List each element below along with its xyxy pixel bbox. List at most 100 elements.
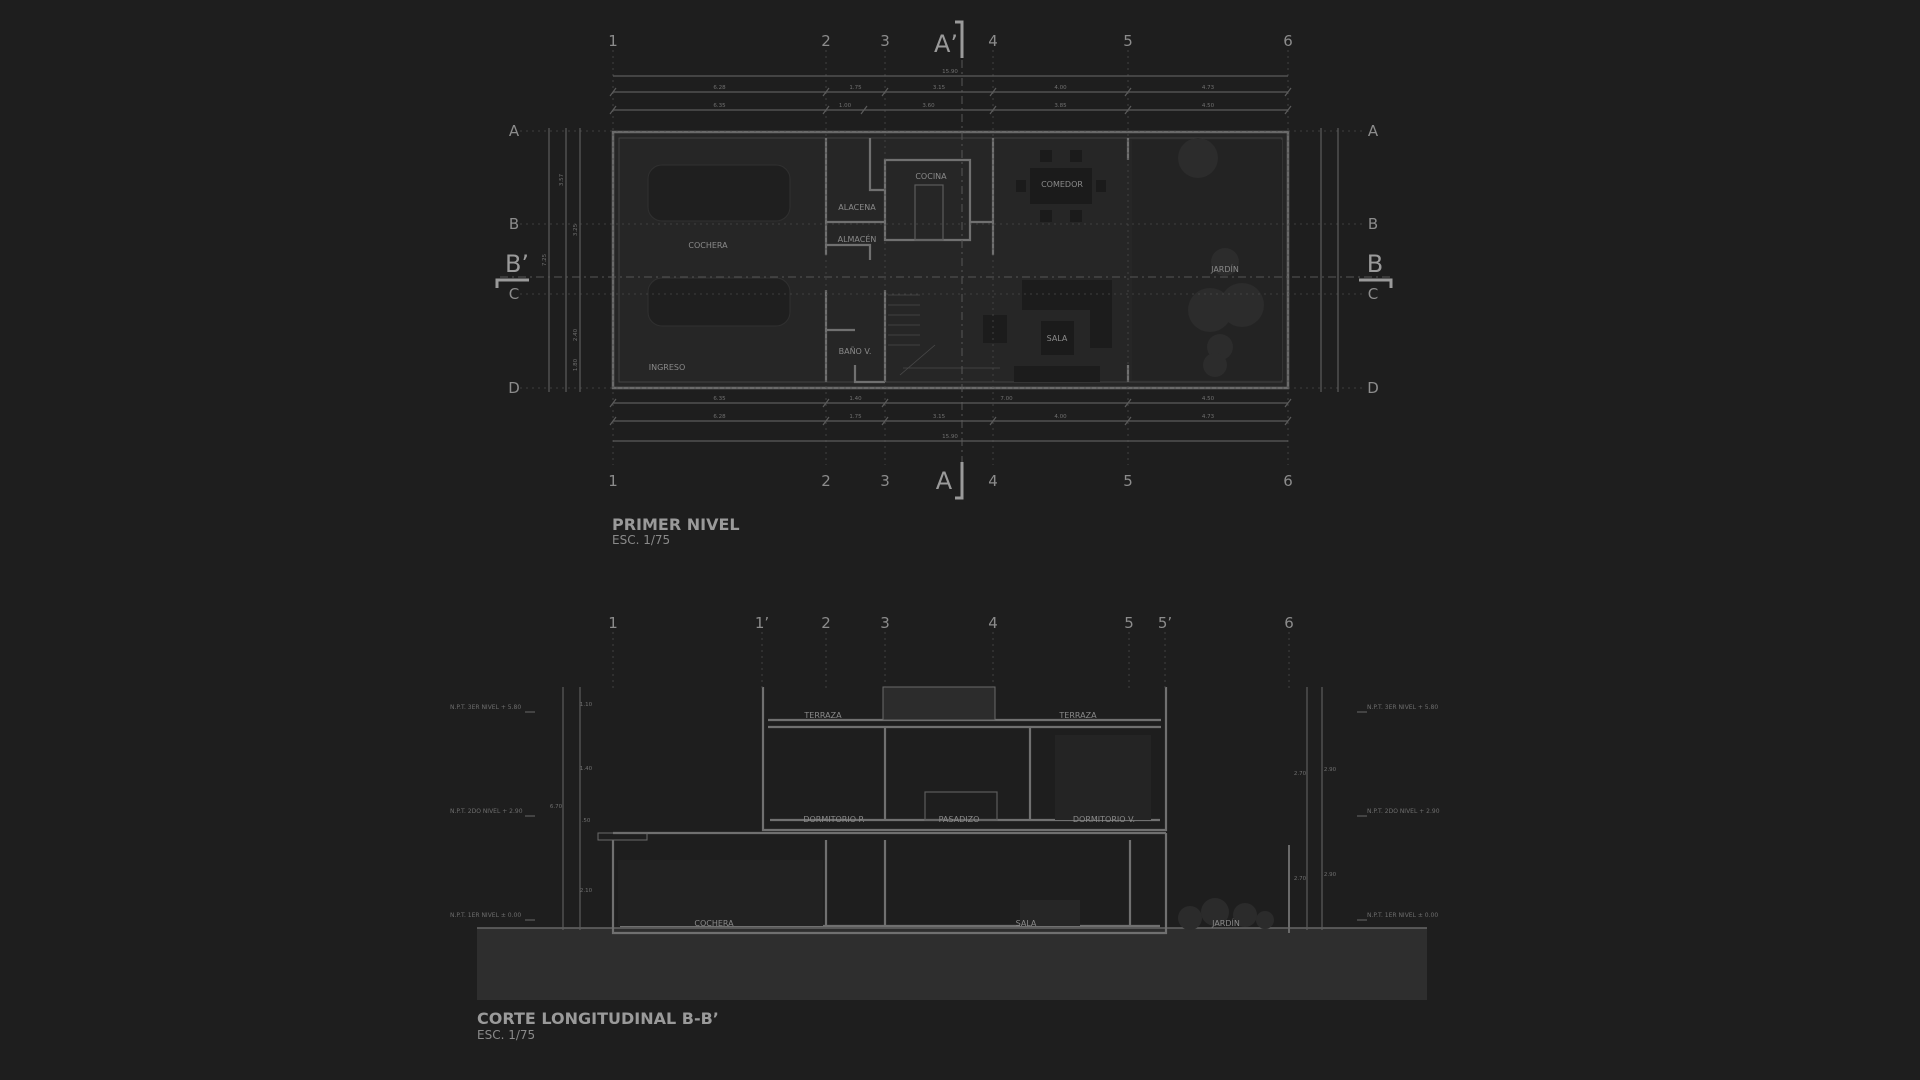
- grid-row-label-right: A: [1368, 122, 1379, 140]
- level-label-right: N.P.T. 2DO NIVEL + 2.90: [1367, 808, 1440, 815]
- car-2: [647, 277, 791, 327]
- room-label-sala: SALA: [1047, 334, 1068, 343]
- dim-bottom-row1-value: 1.40: [849, 396, 862, 402]
- section-grid-label: 1’: [755, 614, 769, 632]
- dim-tick: [1284, 416, 1292, 426]
- dim-bottom-row2-value: 1.75: [849, 414, 862, 420]
- dim-tick: [881, 416, 889, 426]
- section-dim-right-value: 2.90: [1324, 767, 1337, 773]
- grid-label-bottom: 2: [821, 472, 831, 490]
- grid-label-top: 5: [1123, 32, 1133, 50]
- dim-tick: [609, 398, 617, 408]
- dim-top-row2-value: 3.60: [922, 103, 935, 109]
- grid-label-bottom: 6: [1283, 472, 1293, 490]
- section-grid-label: 5: [1124, 614, 1134, 632]
- grid-label-bottom: 5: [1123, 472, 1133, 490]
- plan-walls: [824, 138, 1130, 384]
- dim-top-row1-value: 6.28: [713, 85, 726, 91]
- room-label-dormitorio-v: DORMITORIO V.: [1073, 815, 1135, 824]
- dim-tick: [881, 87, 889, 97]
- room-label-sala-section: SALA: [1016, 919, 1037, 928]
- grid-label-top: 6: [1283, 32, 1293, 50]
- section-dim-left-value: 1.40: [580, 766, 593, 772]
- section-dim-left-value: 2.10: [580, 888, 593, 894]
- dim-tick: [1284, 87, 1292, 97]
- jardin-plants: [1178, 898, 1274, 930]
- dim-total-bottom: 15.90: [942, 434, 958, 440]
- stairs: [888, 294, 1000, 376]
- room-label-pasadizo: PASADIZO: [939, 815, 980, 824]
- room-label-cochera: COCHERA: [688, 241, 728, 250]
- dim-top-row1-value: 4.73: [1202, 85, 1215, 91]
- dim-tick: [1284, 105, 1292, 115]
- dim-tick: [822, 416, 830, 426]
- stair-block-roof: [882, 686, 996, 721]
- dim-bottom-row1-value: 7.00: [1000, 396, 1013, 402]
- grid-label-top: 1: [608, 32, 618, 50]
- dim-top-row2-value: 1.00: [839, 103, 852, 109]
- dim-tick: [822, 87, 830, 97]
- cut-label-b-left: B’: [505, 250, 529, 278]
- section-dim-left-value: 6.70: [550, 804, 563, 810]
- level-label-right: N.P.T. 3ER NIVEL + 5.80: [1367, 704, 1438, 711]
- room-label-jardin-section: JARDÍN: [1211, 917, 1240, 928]
- coffee-table: [1041, 321, 1074, 355]
- dim-side-value: 2.40: [573, 328, 579, 341]
- kitchen-island: [914, 184, 944, 241]
- garage-interior: [618, 860, 823, 926]
- cut-bracket-a-top: [955, 20, 964, 58]
- armchair: [983, 315, 1007, 343]
- dim-tick: [822, 398, 830, 408]
- cut-label-b-right: B: [1367, 250, 1383, 278]
- grid-label-bottom: 1: [608, 472, 618, 490]
- cut-label-a-bottom: A: [936, 467, 953, 495]
- dim-side-value: 3.57: [559, 173, 565, 186]
- grid-row-label-left: D: [508, 379, 520, 397]
- garden-trees: [1178, 138, 1264, 377]
- grid-row-label-left: A: [509, 122, 520, 140]
- plan-title: PRIMER NIVEL: [612, 515, 740, 534]
- room-label-comedor: COMEDOR: [1041, 180, 1083, 189]
- dim-bottom-row2-value: 4.00: [1054, 414, 1067, 420]
- section-grid-label: 3: [880, 614, 890, 632]
- dim-tick: [1124, 87, 1132, 97]
- room-label-dormitorio-p: DORMITORIO P.: [803, 815, 864, 824]
- grid-label-top: 4: [988, 32, 998, 50]
- dim-top-row1-value: 3.15: [933, 85, 946, 91]
- section-dim-right-value: 2.90: [1324, 872, 1337, 878]
- section-dim-left-value: .50: [582, 818, 591, 824]
- dim-top-row2-value: 6.35: [713, 103, 726, 109]
- dim-bottom-row2-value: 6.28: [713, 414, 726, 420]
- grid-row-label-right: B: [1368, 215, 1378, 233]
- grid-label-bottom: 3: [880, 472, 890, 490]
- dim-tick: [609, 105, 617, 115]
- grid-row-label-left: C: [509, 285, 519, 303]
- grid-row-label-right: C: [1368, 285, 1378, 303]
- tv-unit: [1014, 366, 1100, 382]
- cut-bracket-b-right: [1359, 278, 1393, 288]
- dim-tick: [609, 416, 617, 426]
- level-label-left: N.P.T. 2DO NIVEL + 2.90: [450, 808, 523, 815]
- section-dim-left-value: 1.10: [580, 702, 593, 708]
- cut-bracket-a-bottom: [955, 462, 964, 500]
- living-furniture: [1020, 900, 1080, 926]
- dim-tick: [1124, 105, 1132, 115]
- cut-label-a-top: A’: [934, 30, 958, 58]
- section-scale: ESC. 1/75: [477, 1028, 535, 1042]
- grid-label-bottom: 4: [988, 472, 998, 490]
- room-label-cochera-section: COCHERA: [694, 919, 734, 928]
- dim-side-value: 7.25: [542, 253, 548, 266]
- room-label-jardin: JARDÍN: [1210, 263, 1239, 274]
- room-label-terraza-2: TERRAZA: [1058, 711, 1097, 720]
- dim-tick: [1124, 398, 1132, 408]
- room-label-alacena: ALACENA: [838, 203, 876, 212]
- dim-bottom-row2-value: 3.15: [933, 414, 946, 420]
- dim-top-row2-value: 4.50: [1202, 103, 1215, 109]
- room-label-terraza-1: TERRAZA: [803, 711, 842, 720]
- room-label-cocina: COCINA: [915, 172, 947, 181]
- car-1: [647, 164, 791, 222]
- grid-label-top: 2: [821, 32, 831, 50]
- room-label-ingreso: INGRESO: [649, 363, 686, 372]
